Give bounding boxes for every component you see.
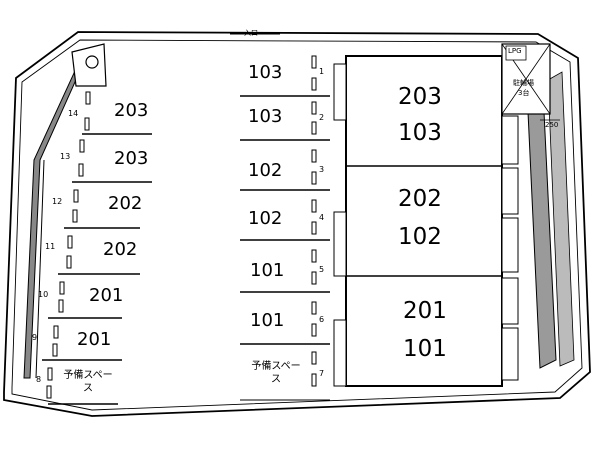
- lpg-label: LPG: [508, 47, 522, 55]
- middle-slot-number: 7: [319, 369, 325, 378]
- middle-slot-unit: 102: [248, 208, 283, 229]
- corner-block: [71, 43, 107, 87]
- middle-slot-number: 4: [319, 213, 325, 222]
- building-unit-upper: 201: [403, 298, 447, 324]
- left-reserve-space-label: 予備スペース: [63, 370, 113, 394]
- left-slot-number: 11: [45, 242, 56, 251]
- middle-slot-number: 5: [319, 265, 325, 274]
- dimension-label: 250: [545, 121, 559, 129]
- building-unit-upper: 203: [398, 84, 442, 110]
- left-wheel-stops: [46, 91, 91, 399]
- left-slot-unit: 201: [77, 329, 112, 350]
- building-unit-lower: 102: [398, 224, 442, 250]
- left-slot-number: 12: [52, 197, 63, 206]
- left-slot-unit: 202: [108, 193, 143, 214]
- left-slot-unit: 202: [103, 239, 138, 260]
- left-slot-unit: 203: [114, 100, 149, 121]
- middle-slot-number: 6: [319, 315, 325, 324]
- middle-slot-number: 3: [319, 165, 325, 174]
- middle-slot-number: 1: [319, 67, 325, 76]
- bike-parking-label: 駐輪場: [513, 79, 534, 87]
- left-bay-lines: [42, 133, 152, 361]
- middle-slot-unit: 103: [248, 106, 283, 127]
- left-slot-unit: 203: [114, 148, 149, 169]
- left-slot-number: 10: [38, 290, 49, 299]
- site-boundary-inner: [11, 39, 583, 411]
- building-unit-lower: 103: [398, 120, 442, 146]
- left-slot-number: 8: [36, 375, 42, 384]
- left-slot-unit: 201: [89, 285, 124, 306]
- site-boundary-outer: [3, 31, 591, 417]
- middle-slot-unit: 103: [248, 62, 283, 83]
- building-unit-upper: 202: [398, 186, 442, 212]
- left-slot-number: 14: [68, 109, 79, 118]
- middle-slot-unit: 101: [250, 310, 285, 331]
- middle-slot-unit: 101: [250, 260, 285, 281]
- bike-count-label: 3台: [518, 89, 530, 97]
- building-entry-steps: [333, 63, 347, 387]
- middle-reserve-space-label: 予備スペース: [251, 361, 301, 385]
- entrance-label: 入口: [244, 29, 258, 37]
- middle-slot-unit: 102: [248, 160, 283, 181]
- middle-wheel-stops: [311, 55, 317, 387]
- middle-bay-lines: [240, 95, 330, 345]
- left-slot-number: 13: [60, 152, 71, 161]
- left-slot-number: 9: [32, 333, 38, 342]
- building-unit-lower: 101: [403, 336, 447, 362]
- corner-circle-icon: [85, 55, 99, 69]
- middle-slot-number: 2: [319, 113, 325, 122]
- building-balconies: [501, 115, 519, 381]
